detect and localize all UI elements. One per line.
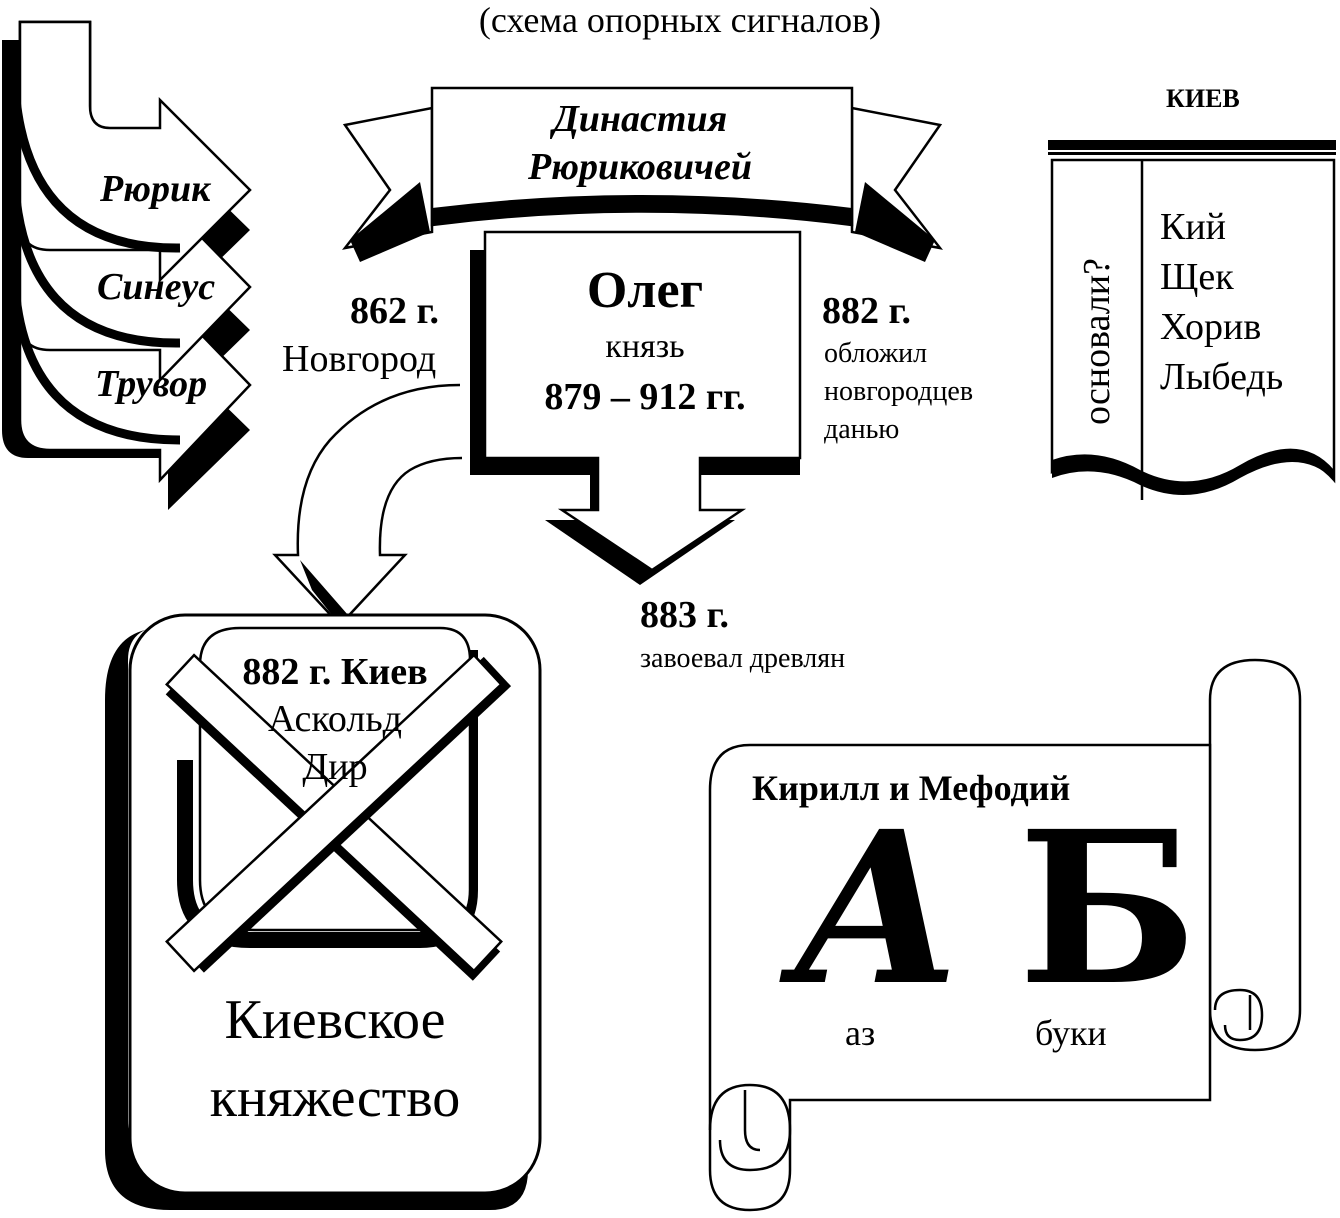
letter-az: А (792, 785, 964, 1032)
founder-lybed: Лыбедь (1160, 356, 1284, 398)
drevlyane-text: завоевал древлян (640, 643, 846, 674)
founder-khoriv: Хорив (1160, 306, 1262, 348)
letter-buki: Б (1018, 785, 1198, 1032)
principality-line1: Киевское (224, 989, 446, 1051)
brother-rurik-label: Рюрик (100, 168, 211, 210)
tribute-year: 882 г. (822, 290, 911, 332)
drevlyane-year: 883 г. (640, 594, 729, 636)
brother-truvor-label: Трувор (95, 363, 208, 405)
kiev-capture-heading: 882 г. Киев (242, 651, 428, 693)
alphabet-scroll (708, 658, 1302, 1212)
alphabet-title: Кирилл и Мефодий (752, 768, 1071, 808)
banner-line2: Рюриковичей (528, 146, 752, 188)
dynasty-banner (342, 86, 943, 262)
letter-az-name: аз (845, 1013, 876, 1053)
cross-out-mark (165, 653, 512, 981)
kiev-founders-heading: КИЕВ (1166, 84, 1240, 113)
founder-kiy: Кий (1160, 206, 1227, 248)
founder-shchek: Щек (1160, 256, 1234, 298)
kiev-founders-question: основали? (1076, 258, 1118, 425)
novgorod-city: Новгород (282, 338, 437, 380)
principality-line2: княжество (209, 1067, 461, 1129)
tribute-line1: обложил (824, 338, 928, 369)
oleg-title: князь (605, 328, 685, 365)
oleg-years: 879 – 912 гг. (544, 376, 746, 418)
kiev-founders-shield (1048, 140, 1336, 500)
kiev-ruler-dir: Дир (302, 746, 368, 788)
tribute-line3: данью (824, 414, 900, 445)
kiev-ruler-askold: Аскольд (267, 698, 403, 740)
brothers-arrows (2, 20, 252, 510)
brother-sineus-label: Синеус (97, 266, 216, 308)
oleg-name: Олег (586, 262, 704, 319)
oleg-arrow (470, 230, 802, 585)
banner-line1: Династия (552, 98, 728, 140)
diagram-subtitle: (схема опорных сигналов) (478, 0, 882, 40)
tribute-line2: новгородцев (824, 376, 974, 407)
kiev-arrow (272, 383, 463, 627)
novgorod-year: 862 г. (350, 290, 439, 332)
letter-buki-name: буки (1035, 1013, 1107, 1053)
